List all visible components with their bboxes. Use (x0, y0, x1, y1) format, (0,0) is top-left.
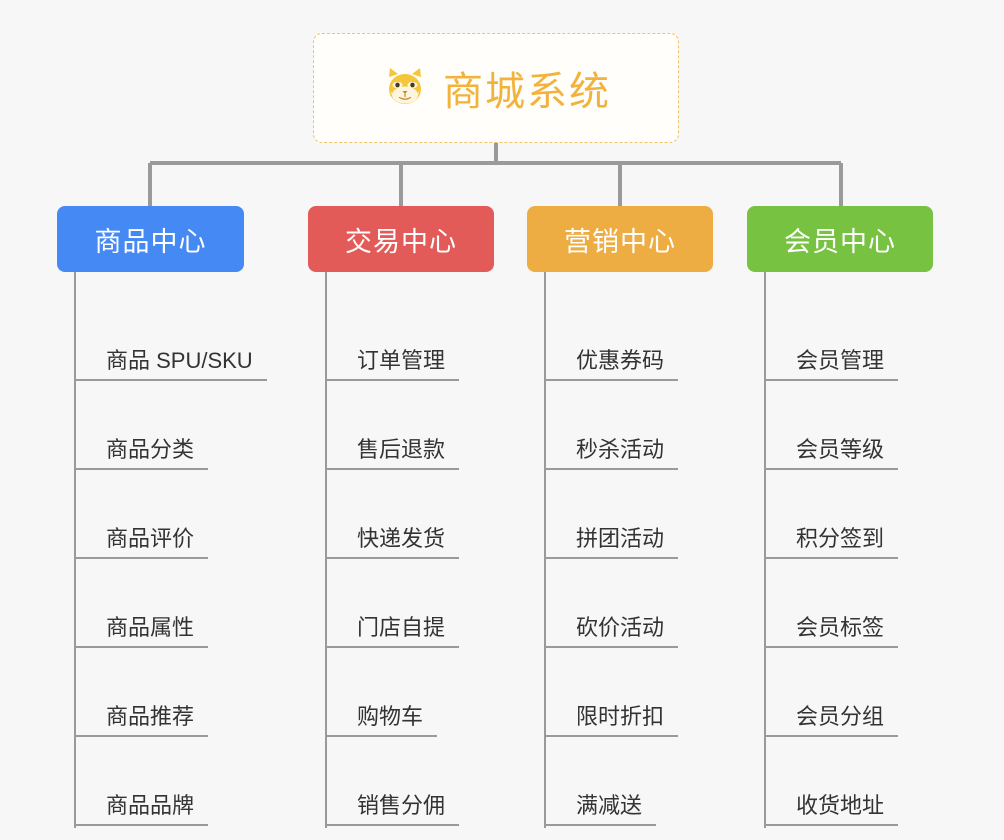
leaf-label: 商品评价 (76, 526, 209, 559)
leaf-item[interactable]: 满减送 (546, 739, 727, 828)
leaf-label: 满减送 (546, 793, 657, 826)
leaf-label: 优惠券码 (546, 348, 679, 381)
leaf-item[interactable]: 快递发货 (327, 472, 508, 561)
leaf-item[interactable]: 销售分佣 (327, 739, 508, 828)
leaf-label: 商品分类 (76, 437, 209, 470)
leaf-item[interactable]: 拼团活动 (546, 472, 727, 561)
leaf-label: 售后退款 (327, 437, 460, 470)
leaf-label: 商品 SPU/SKU (76, 348, 267, 381)
category-label-3: 营销中心 (564, 226, 676, 257)
leaf-label: 购物车 (327, 704, 438, 737)
branch-column-1: 商品中心 商品 SPU/SKU 商品分类 商品评价 商品属性 商品推荐 商品品牌 (57, 206, 277, 828)
category-box-1[interactable]: 商品中心 (57, 206, 244, 272)
leaf-label: 会员管理 (766, 348, 899, 381)
leaf-item[interactable]: 商品推荐 (76, 650, 277, 739)
category-label-2: 交易中心 (345, 226, 457, 257)
leaf-label: 砍价活动 (546, 615, 679, 648)
leaf-item[interactable]: 售后退款 (327, 383, 508, 472)
leaf-item[interactable]: 限时折扣 (546, 650, 727, 739)
leaf-label: 积分签到 (766, 526, 899, 559)
leaf-label: 销售分佣 (327, 793, 460, 826)
leaf-item[interactable]: 会员管理 (766, 294, 947, 383)
branch-column-4: 会员中心 会员管理 会员等级 积分签到 会员标签 会员分组 收货地址 (747, 206, 947, 828)
shiba-dog-face-icon (381, 64, 429, 112)
leaf-label: 商品品牌 (76, 793, 209, 826)
leaf-list-3: 优惠券码 秒杀活动 拼团活动 砍价活动 限时折扣 满减送 (544, 272, 727, 828)
leaf-item[interactable]: 商品品牌 (76, 739, 277, 828)
leaf-item[interactable]: 秒杀活动 (546, 383, 727, 472)
leaf-item[interactable]: 优惠券码 (546, 294, 727, 383)
leaf-list-1: 商品 SPU/SKU 商品分类 商品评价 商品属性 商品推荐 商品品牌 (74, 272, 277, 828)
leaf-label: 快递发货 (327, 526, 460, 559)
leaf-item[interactable]: 购物车 (327, 650, 508, 739)
leaf-label: 收货地址 (766, 793, 899, 826)
leaf-item[interactable]: 门店自提 (327, 561, 508, 650)
leaf-label: 会员分组 (766, 704, 899, 737)
category-box-4[interactable]: 会员中心 (747, 206, 933, 272)
leaf-label: 拼团活动 (546, 526, 679, 559)
leaf-list-2: 订单管理 售后退款 快递发货 门店自提 购物车 销售分佣 (325, 272, 508, 828)
leaf-label: 商品推荐 (76, 704, 209, 737)
branch-column-3: 营销中心 优惠券码 秒杀活动 拼团活动 砍价活动 限时折扣 满减送 (527, 206, 727, 828)
category-label-4: 会员中心 (784, 226, 896, 257)
leaf-label: 商品属性 (76, 615, 209, 648)
leaf-item[interactable]: 会员标签 (766, 561, 947, 650)
root-title: 商城系统 (443, 70, 611, 114)
leaf-item[interactable]: 商品属性 (76, 561, 277, 650)
leaf-label: 限时折扣 (546, 704, 679, 737)
root-node[interactable]: 商城系统 (313, 33, 679, 143)
leaf-item[interactable]: 收货地址 (766, 739, 947, 828)
leaf-label: 门店自提 (327, 615, 460, 648)
leaf-item[interactable]: 商品评价 (76, 472, 277, 561)
leaf-item[interactable]: 商品分类 (76, 383, 277, 472)
leaf-list-4: 会员管理 会员等级 积分签到 会员标签 会员分组 收货地址 (764, 272, 947, 828)
leaf-item[interactable]: 砍价活动 (546, 561, 727, 650)
leaf-item[interactable]: 订单管理 (327, 294, 508, 383)
leaf-label: 秒杀活动 (546, 437, 679, 470)
category-label-1: 商品中心 (94, 226, 207, 257)
branch-column-2: 交易中心 订单管理 售后退款 快递发货 门店自提 购物车 销售分佣 (308, 206, 508, 828)
leaf-item[interactable]: 会员等级 (766, 383, 947, 472)
leaf-item[interactable]: 积分签到 (766, 472, 947, 561)
leaf-label: 会员标签 (766, 615, 899, 648)
leaf-label: 会员等级 (766, 437, 899, 470)
leaf-item[interactable]: 商品 SPU/SKU (76, 294, 277, 383)
leaf-item[interactable]: 会员分组 (766, 650, 947, 739)
category-box-3[interactable]: 营销中心 (527, 206, 713, 272)
leaf-label: 订单管理 (327, 348, 460, 381)
category-box-2[interactable]: 交易中心 (308, 206, 494, 272)
